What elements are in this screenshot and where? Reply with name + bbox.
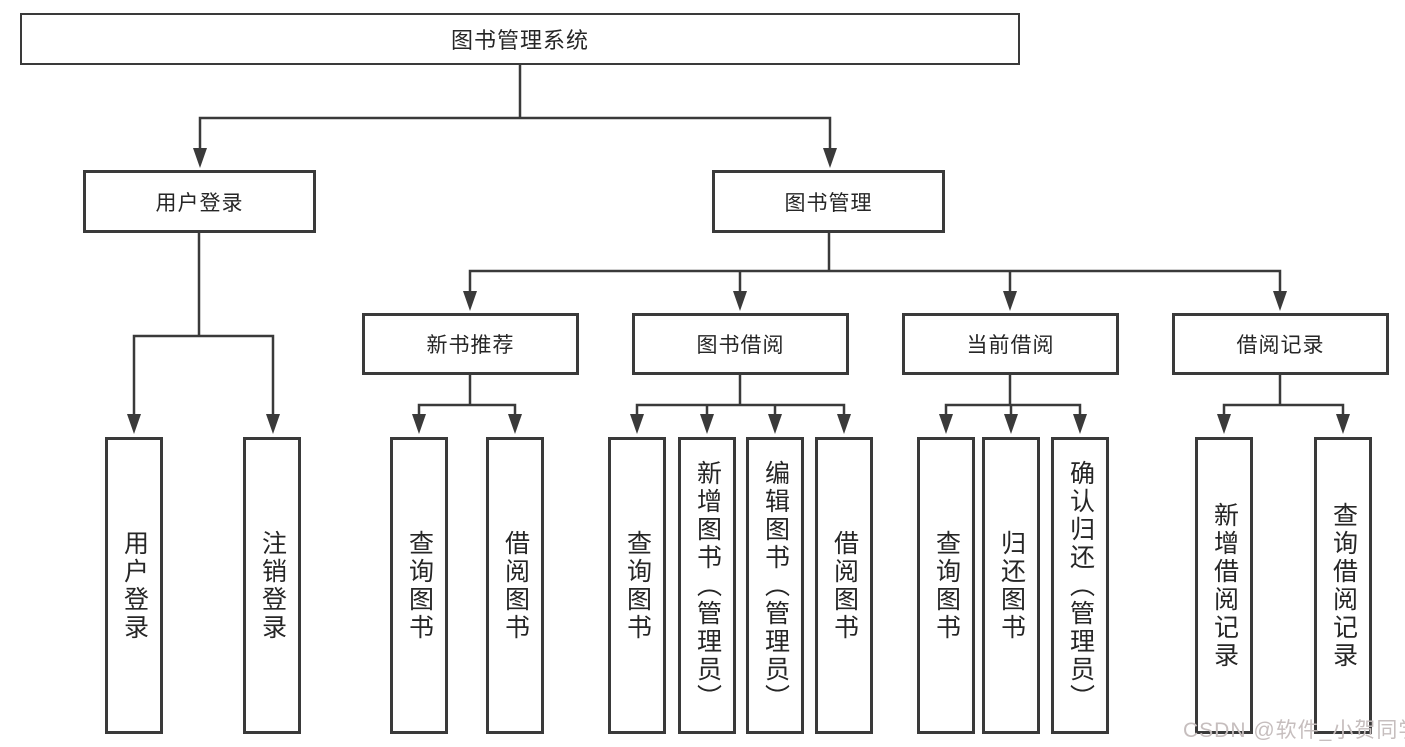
node-leaf-confirm-return-admin: 确认归还（管理员）: [1051, 437, 1109, 734]
node-book-borrowing: 图书借阅: [632, 313, 849, 375]
node-leaf-borrow-books: 借阅图书: [815, 437, 873, 734]
node-user-login-group: 用户登录: [83, 170, 316, 233]
node-new-book-recommendation: 新书推荐: [362, 313, 579, 375]
node-leaf-current-query-books: 查询图书: [917, 437, 975, 734]
node-leaf-user-login: 用户登录: [105, 437, 163, 734]
node-leaf-logout: 注销登录: [243, 437, 301, 734]
node-borrowing-records: 借阅记录: [1172, 313, 1389, 375]
node-current-borrowing: 当前借阅: [902, 313, 1119, 375]
node-leaf-recommend-query-books: 查询图书: [390, 437, 448, 734]
node-leaf-query-borrow-record: 查询借阅记录: [1314, 437, 1372, 734]
node-leaf-recommend-borrow-books: 借阅图书: [486, 437, 544, 734]
node-leaf-add-borrow-record: 新增借阅记录: [1195, 437, 1253, 734]
node-leaf-edit-books-admin: 编辑图书（管理员）: [746, 437, 804, 734]
csdn-watermark: CSDN @软件_小贺同学: [1183, 719, 1405, 742]
node-book-management-group: 图书管理: [712, 170, 945, 233]
node-leaf-return-books: 归还图书: [982, 437, 1040, 734]
node-leaf-borrow-query-books: 查询图书: [608, 437, 666, 734]
node-library-management-system: 图书管理系统: [20, 13, 1020, 65]
node-leaf-add-books-admin: 新增图书（管理员）: [678, 437, 736, 734]
